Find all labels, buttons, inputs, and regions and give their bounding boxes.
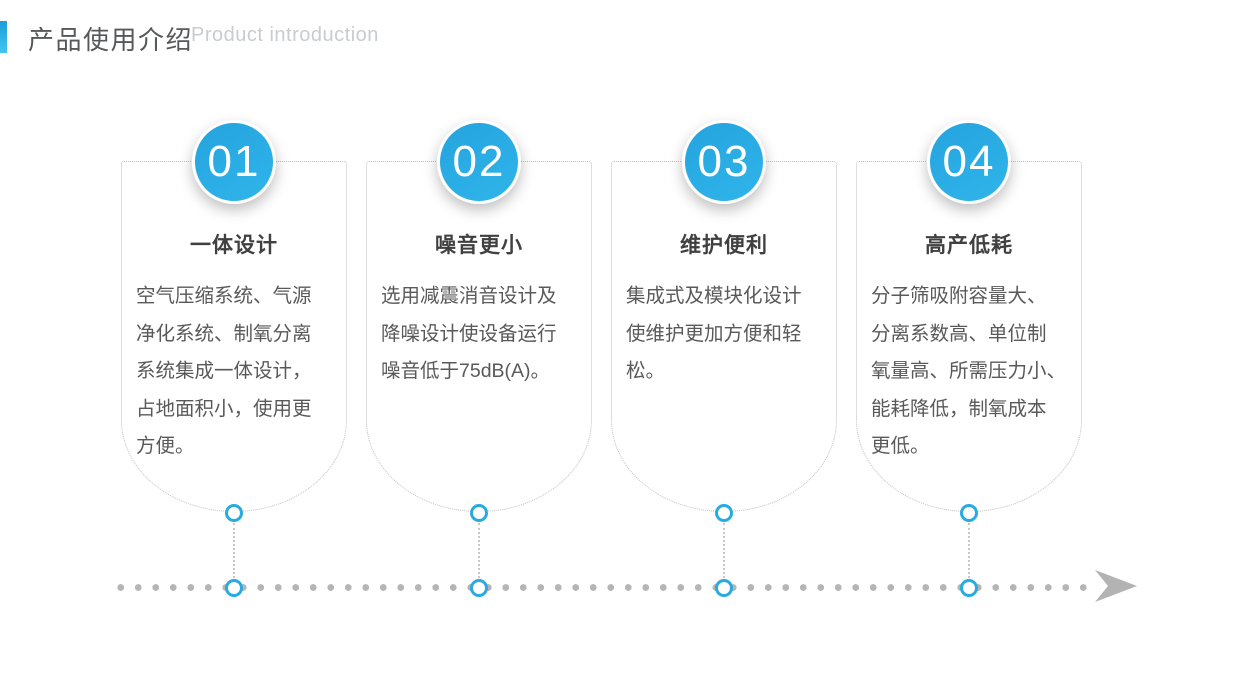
feature-card-2: 02 噪音更小 选用减震消音设计及 降噪设计使设备运行 噪音低于75dB(A)。 [366, 120, 592, 597]
card-body: 分子筛吸附容量大、 分离系数高、单位制 氧量高、所需压力小、 能耗降低，制氧成本… [871, 285, 1067, 457]
connector-node-top [470, 504, 488, 522]
card-body: 集成式及模块化设计 使维护更加方便和轻 松。 [626, 285, 802, 382]
timeline-node [470, 579, 488, 597]
page-subtitle: Product introduction [191, 24, 379, 46]
timeline-node [225, 579, 243, 597]
step-number-badge: 01 [192, 120, 276, 204]
step-number-badge: 03 [682, 120, 766, 204]
connector-dotted-stem [968, 523, 970, 578]
connector-node-top [715, 504, 733, 522]
timeline-node [960, 579, 978, 597]
header-accent-bar [0, 21, 7, 53]
connector-node-top [960, 504, 978, 522]
connector-dotted-stem [233, 523, 235, 578]
connector-dotted-stem [723, 523, 725, 578]
connector-dotted-stem [478, 523, 480, 578]
feature-card-3: 03 维护便利 集成式及模块化设计 使维护更加方便和轻 松。 [611, 120, 837, 597]
step-number-badge: 02 [437, 120, 521, 204]
card-body: 空气压缩系统、气源 净化系统、制氧分离 系统集成一体设计， 占地面积小，使用更 … [136, 285, 312, 457]
feature-card-4: 04 高产低耗 分子筛吸附容量大、 分离系数高、单位制 氧量高、所需压力小、 能… [856, 120, 1082, 597]
timeline-arrow-icon [1094, 569, 1138, 603]
feature-card-1: 01 一体设计 空气压缩系统、气源 净化系统、制氧分离 系统集成一体设计， 占地… [121, 120, 347, 597]
card-title: 噪音更小 [435, 234, 523, 257]
page-title: 产品使用介绍 [28, 25, 194, 55]
card-title: 维护便利 [680, 234, 768, 257]
card-body: 选用减震消音设计及 降噪设计使设备运行 噪音低于75dB(A)。 [381, 285, 557, 382]
timeline-dotted-line [112, 584, 1090, 591]
card-title: 高产低耗 [925, 234, 1013, 257]
connector-node-top [225, 504, 243, 522]
card-title: 一体设计 [190, 234, 278, 257]
step-number-badge: 04 [927, 120, 1011, 204]
timeline-node [715, 579, 733, 597]
